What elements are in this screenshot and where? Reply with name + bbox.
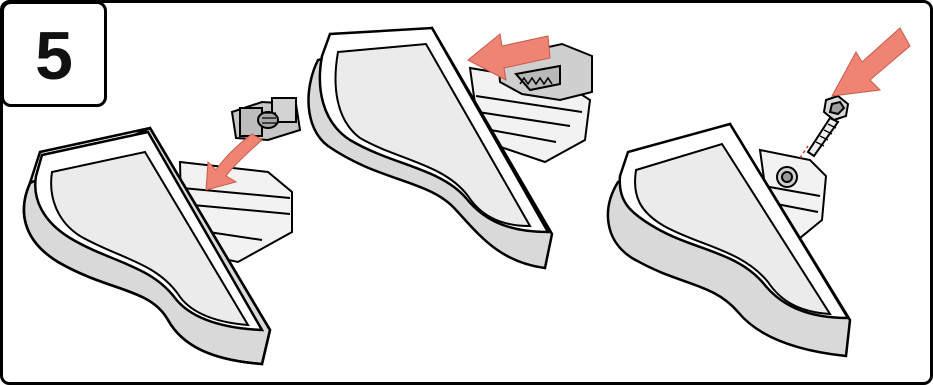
step-number-box: 5	[1, 1, 107, 107]
screw-head	[777, 167, 797, 187]
step-number: 5	[35, 22, 73, 90]
